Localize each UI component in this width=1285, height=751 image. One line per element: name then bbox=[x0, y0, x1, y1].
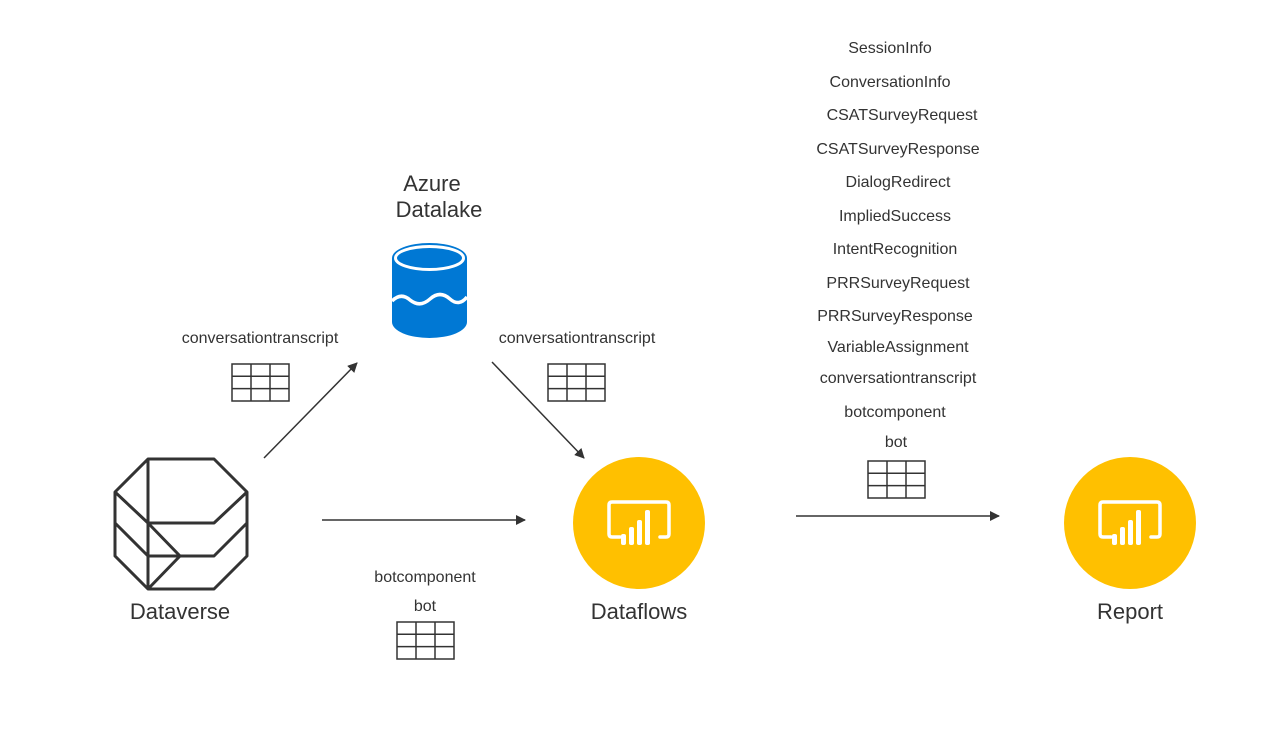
arrow-dataverse-to-datalake bbox=[263, 362, 358, 459]
report-table-label: conversationtranscript bbox=[819, 370, 977, 387]
edge-table-label: botcomponent bbox=[374, 569, 476, 586]
powerbi-icon bbox=[573, 457, 705, 589]
report-table-label: CSATSurveyRequest bbox=[826, 107, 978, 124]
report-table-label: DialogRedirect bbox=[845, 174, 951, 191]
table-icon bbox=[231, 363, 290, 402]
report-table-label: ImpliedSuccess bbox=[838, 208, 952, 225]
report-table-label: VariableAssignment bbox=[827, 339, 969, 356]
powerbi-icon bbox=[1064, 457, 1196, 589]
report-table-label: bot bbox=[884, 434, 908, 451]
report-table-label: SessionInfo bbox=[848, 40, 932, 57]
datalake-label-line2: Datalake bbox=[395, 197, 483, 222]
table-icon bbox=[547, 363, 606, 402]
edge-table-label: conversationtranscript bbox=[181, 330, 339, 347]
report-table-label: IntentRecognition bbox=[832, 241, 958, 258]
dataverse-label: Dataverse bbox=[129, 599, 231, 624]
table-icon bbox=[867, 460, 926, 499]
edge-table-label: conversationtranscript bbox=[498, 330, 656, 347]
report-table-label: PRRSurveyResponse bbox=[817, 308, 973, 325]
report-table-label: botcomponent bbox=[844, 404, 946, 421]
table-icon bbox=[396, 621, 455, 660]
report-label: Report bbox=[1096, 599, 1164, 624]
database-icon bbox=[390, 243, 469, 338]
arrow-datalake-to-dataflows bbox=[491, 361, 585, 459]
datalake-label-line1: Azure bbox=[403, 171, 461, 196]
report-table-label: ConversationInfo bbox=[829, 74, 951, 91]
dataflows-label: Dataflows bbox=[590, 599, 688, 624]
report-table-label: CSATSurveyResponse bbox=[816, 141, 980, 158]
dataverse-icon bbox=[113, 457, 249, 591]
report-table-label: PRRSurveyRequest bbox=[826, 275, 970, 292]
edge-table-label: bot bbox=[413, 598, 437, 615]
